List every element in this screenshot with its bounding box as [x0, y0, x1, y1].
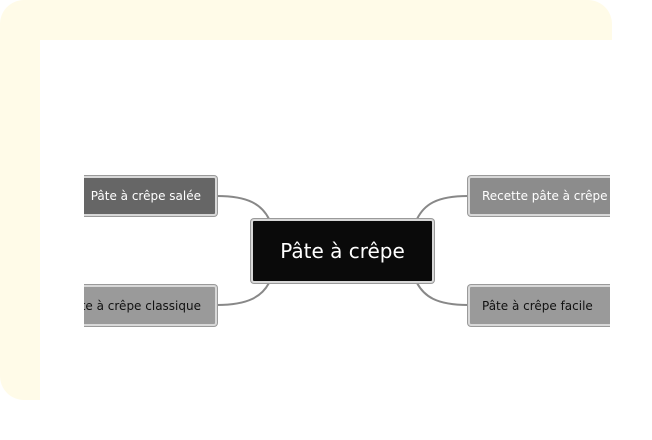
branch-label: Pâte à crêpe classique	[84, 298, 201, 313]
branch-label: Pâte à crêpe salée	[90, 189, 201, 203]
background-top-band	[0, 0, 612, 40]
branch-label: Recette pâte à crêpe	[482, 189, 608, 203]
branch-node-facile[interactable]: Pâte à crêpe facile	[468, 285, 610, 326]
connector-salee	[216, 195, 270, 220]
background-left-band	[0, 30, 40, 400]
connector-recette	[416, 195, 469, 220]
central-node-label: Pâte à crêpe	[280, 239, 405, 263]
connector-facile	[416, 282, 469, 306]
connector-classique	[216, 282, 270, 306]
mindmap-connectors	[216, 195, 469, 306]
branch-node-salee[interactable]: Pâte à crêpe salée	[84, 176, 217, 216]
branch-node-recette[interactable]: Recette pâte à crêpe	[468, 176, 610, 216]
branch-node-classique[interactable]: Pâte à crêpe classique	[84, 285, 217, 326]
central-node[interactable]: Pâte à crêpe	[251, 219, 434, 283]
branch-label: Pâte à crêpe facile	[482, 298, 593, 313]
mindmap: Pâte à crêpe Pâte à crêpe salée Recette …	[84, 160, 610, 340]
